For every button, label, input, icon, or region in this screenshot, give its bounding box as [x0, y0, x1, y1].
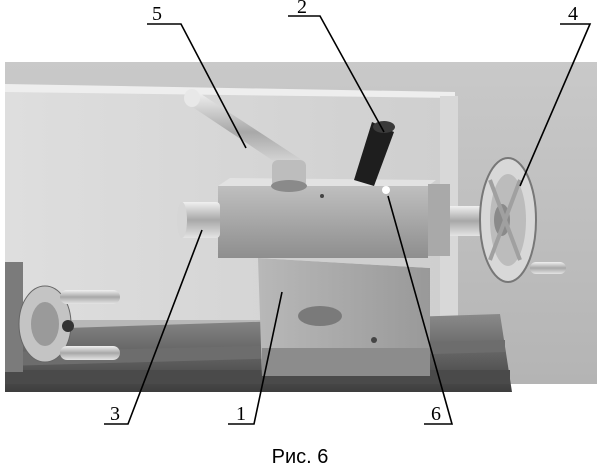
callout-2: 2: [297, 0, 307, 18]
callout-3: 3: [110, 403, 120, 425]
leader-1: [228, 291, 283, 425]
leader-6: [387, 195, 454, 425]
callout-leaders: [104, 15, 592, 425]
leader-4: [519, 23, 592, 187]
quill-clamp-lever: [184, 89, 307, 192]
leader-3: [104, 229, 203, 425]
callout-5: 5: [152, 3, 162, 25]
tailstock-base: [258, 252, 430, 376]
tailstock-quill: [177, 202, 220, 238]
callout-1: 1: [236, 403, 246, 425]
leader-5: [147, 23, 247, 149]
callout-numbers: 5 2 4 3 1 6: [110, 0, 578, 425]
callout-4: 4: [568, 3, 578, 25]
tailstock-handwheel: [450, 157, 566, 283]
leader-2: [288, 15, 385, 133]
tailstock-body: [218, 178, 450, 258]
carriage-handwheel-left: [5, 262, 120, 372]
callout-6: 6: [431, 403, 441, 425]
figure-caption: Рис. 6: [271, 446, 329, 468]
locking-handle: [354, 121, 395, 186]
